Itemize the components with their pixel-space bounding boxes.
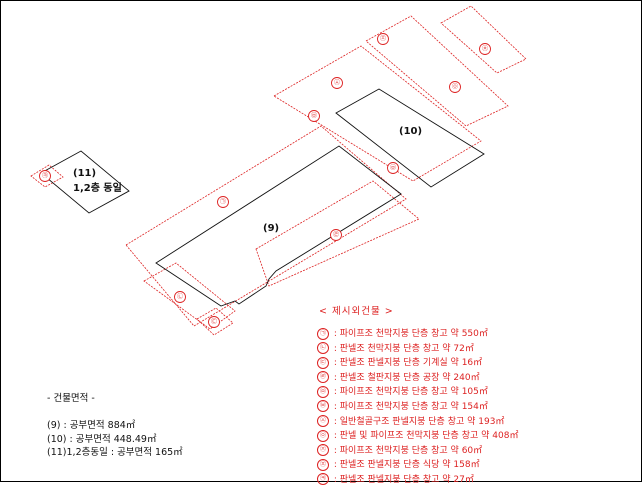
legend-text: : 파이프조 천막지붕 단층 창고 약 105㎡ — [331, 387, 488, 398]
legend-text: : 판넬 및 파이프조 천막지붕 단층 창고 약 408㎡ — [331, 431, 519, 442]
marker-5-glyph: ㉤ — [390, 164, 396, 172]
area-list: (9) : 공부면적 884㎡ (10) : 공부면적 448.49㎡ (11)… — [47, 419, 183, 460]
annex-outline — [273, 45, 482, 182]
legend-text: : 파이프조 천막지붕 단층 창고 약 550㎡ — [331, 329, 488, 339]
marker-2: ㉡ — [174, 291, 186, 303]
legend-item: ㉧ : 판넬 및 파이프조 천막지붕 단층 창고 약 408㎡ — [317, 429, 518, 444]
annex-outline — [143, 262, 236, 330]
marker-10: ㉩ — [479, 43, 491, 55]
legend-marker: ㉠ — [317, 327, 329, 340]
annex-outline — [365, 15, 509, 127]
legend-marker: ㉩ — [317, 458, 329, 471]
marker-2-glyph: ㉡ — [177, 293, 183, 301]
marker-8-glyph: ㉧ — [452, 83, 458, 91]
building-9-outline — [155, 145, 402, 307]
legend-marker: ㉦ — [317, 415, 329, 428]
building-10-outline — [335, 88, 485, 188]
legend-text: : 파이프조 천막지붕 단층 창고 약 154㎡ — [331, 401, 488, 412]
legend-text: : 파이프조 천막지붕 단층 창고 약 60㎡ — [331, 445, 483, 456]
area-title: - 건물면적 - — [47, 393, 95, 404]
legend-marker: ㉢ — [317, 356, 329, 369]
building-11-label: (11) — [73, 168, 96, 179]
area-item: (11)1,2층동일 : 공부면적 165㎡ — [47, 447, 183, 459]
building-11-outline — [40, 150, 130, 214]
legend-item: ㉪ : 판넬조 판넬지붕 단층 창고 약 27㎡ — [317, 473, 518, 488]
legend-text: : 판넬조 천막지붕 단층 창고 약 72㎡ — [331, 343, 474, 354]
annex-outline — [196, 307, 234, 336]
area-item: (10) : 공부면적 448.49㎡ — [47, 433, 157, 445]
annex-outline — [440, 5, 527, 74]
marker-7-glyph: ㉦ — [334, 79, 340, 87]
legend-item: ㉡ : 판넬조 천막지붕 단층 창고 약 72㎡ — [317, 342, 518, 357]
marker-6: ㉥ — [308, 110, 320, 122]
marker-3: ㉢ — [208, 316, 220, 328]
legend-title: < 제시외건물 > — [319, 306, 394, 317]
building-10-label: (10) — [399, 126, 422, 137]
legend-text: : 일반철골구조 판넬지붕 단층 창고 약 193㎡ — [331, 416, 505, 427]
marker-6-glyph: ㉥ — [311, 112, 317, 120]
marker-11-glyph: ㉪ — [42, 172, 48, 180]
legend-item: ㉥ : 파이프조 천막지붕 단층 창고 약 154㎡ — [317, 400, 518, 415]
legend-item: ㉠ : 파이프조 천막지붕 단층 창고 약 550㎡ — [317, 327, 518, 342]
legend-item: ㉢ : 판넬조 판넬지붕 단층 기계실 약 16㎡ — [317, 356, 518, 371]
legend-text: : 판넬조 판넬지붕 단층 창고 약 27㎡ — [331, 474, 474, 485]
marker-4: ㉣ — [330, 229, 342, 241]
legend-text: : 판넬조 철판지붕 단층 공장 약 240㎡ — [331, 372, 480, 383]
legend-item: ㉩ : 판넬조 판넬지붕 단층 식당 약 158㎡ — [317, 458, 518, 473]
marker-5: ㉤ — [387, 162, 399, 174]
marker-7: ㉦ — [331, 77, 343, 89]
building-11-floor-label: 1,2층 동일 — [73, 181, 122, 194]
legend-item: ㉤ : 파이프조 천막지붕 단층 창고 약 105㎡ — [317, 385, 518, 400]
marker-10-glyph: ㉩ — [482, 45, 488, 53]
marker-1-glyph: ㉠ — [220, 198, 226, 206]
legend-list: ㉠ : 파이프조 천막지붕 단층 창고 약 550㎡ ㉡ : 판넬조 천막지붕 … — [317, 327, 518, 488]
marker-8: ㉧ — [449, 81, 461, 93]
legend-text: : 판넬조 판넬지붕 단층 기계실 약 16㎡ — [331, 358, 483, 369]
marker-9-glyph: ㉨ — [380, 35, 386, 43]
legend-marker: ㉥ — [317, 400, 329, 413]
annex-outline — [255, 180, 420, 287]
marker-1: ㉠ — [217, 196, 229, 208]
legend-marker: ㉧ — [317, 429, 329, 442]
legend-marker: ㉤ — [317, 385, 329, 398]
area-item: (9) : 공부면적 884㎡ — [47, 420, 136, 431]
legend-marker: ㉣ — [317, 371, 329, 384]
marker-9: ㉨ — [377, 33, 389, 45]
building-9-label: (9) — [263, 223, 279, 234]
legend-item: ㉦ : 일반철골구조 판넬지붕 단층 창고 약 193㎡ — [317, 415, 518, 430]
annex-outline — [30, 164, 64, 188]
legend-item: ㉨ : 파이프조 천막지붕 단층 창고 약 60㎡ — [317, 444, 518, 459]
annex-outline — [125, 125, 407, 327]
legend-marker: ㉡ — [317, 342, 329, 355]
legend-marker: ㉪ — [317, 473, 329, 486]
marker-3-glyph: ㉢ — [211, 318, 217, 326]
legend-item: ㉣ : 판넬조 철판지붕 단층 공장 약 240㎡ — [317, 371, 518, 386]
legend-marker: ㉨ — [317, 444, 329, 457]
legend-text: : 판넬조 판넬지붕 단층 식당 약 158㎡ — [331, 460, 480, 471]
marker-11: ㉪ — [39, 170, 51, 182]
marker-4-glyph: ㉣ — [333, 231, 339, 239]
